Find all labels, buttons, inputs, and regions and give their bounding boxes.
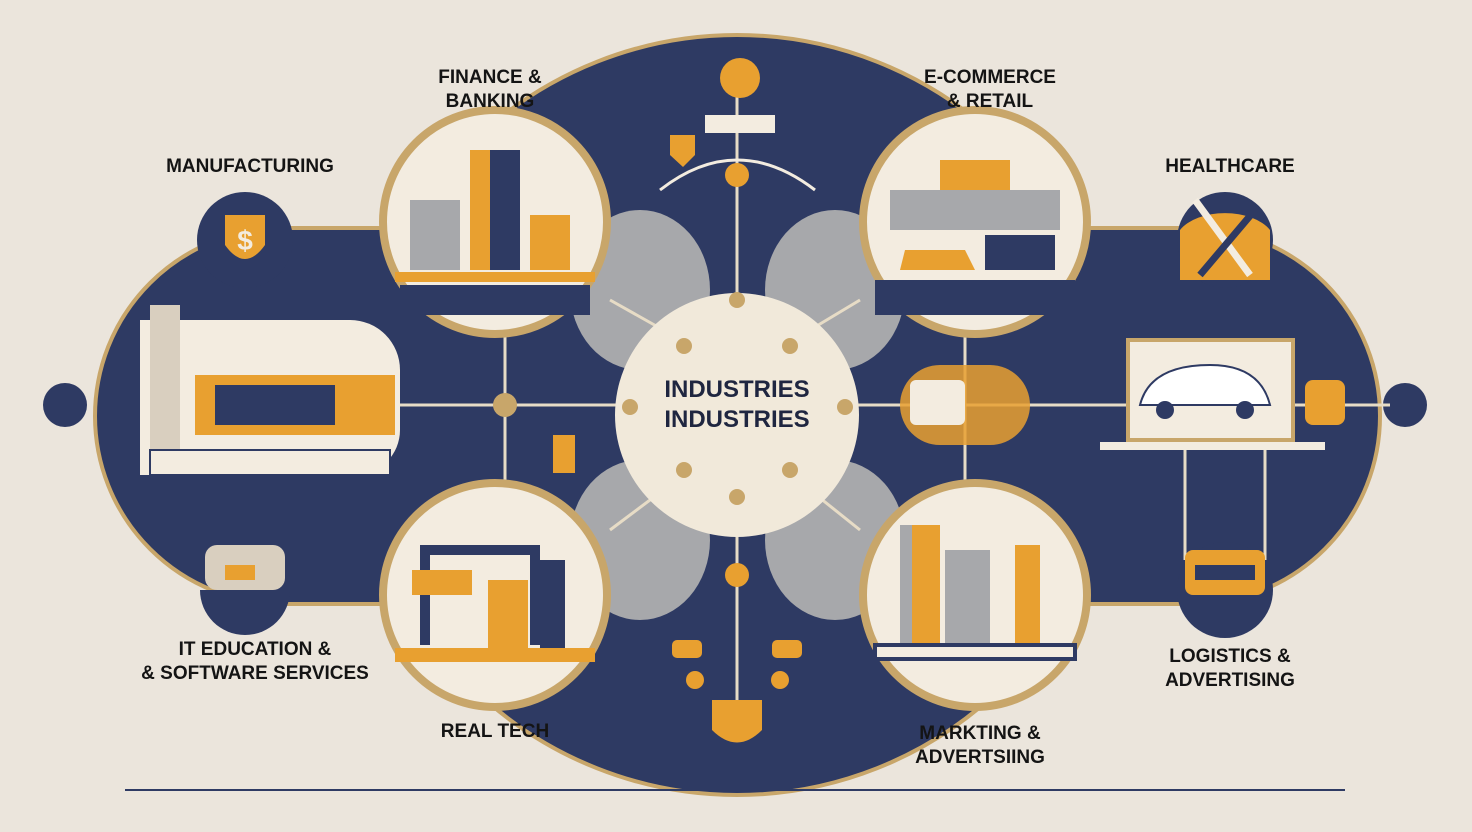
- label-it-education: IT EDUCATION & & SOFTWARE SERVICES: [141, 639, 369, 684]
- marketing-circle: [859, 479, 1091, 711]
- label-marketing: MARKTING & ADVERTSIING: [915, 723, 1045, 768]
- healthcare-tools-icon: [1177, 192, 1273, 288]
- network-nodes-icon: [672, 640, 802, 689]
- shop-pill-icon: [900, 365, 1030, 445]
- label-ecommerce: E-COMMERCE & RETAIL: [924, 67, 1056, 112]
- label-logistics: LOGISTICS & ADVERTISING: [1165, 646, 1295, 691]
- label-real-tech: REAL TECH: [440, 721, 550, 742]
- it-education-icon: [200, 545, 290, 635]
- tag-icon: [553, 435, 575, 473]
- label-finance: FINANCE & BANKING: [438, 67, 542, 112]
- center-title-line2: INDUSTRIES: [664, 406, 810, 433]
- laptop-car-illustration: [1100, 338, 1345, 450]
- center-title: INDUSTRIES INDUSTRIES: [617, 375, 857, 435]
- center-title-line1: INDUSTRIES: [664, 376, 810, 403]
- center-hub: [615, 293, 859, 537]
- manufacturing-shield-icon: $: [197, 192, 293, 288]
- shield-icon: [712, 700, 762, 743]
- svg-text:$: $: [237, 225, 253, 256]
- label-healthcare: HEALTHCARE: [1165, 156, 1295, 177]
- real-tech-circle: [379, 479, 611, 711]
- finance-circle: [379, 106, 611, 338]
- ecommerce-circle: [859, 106, 1091, 338]
- logistics-truck-icon: [1177, 542, 1273, 638]
- label-manufacturing: MANUFACTURING: [166, 156, 334, 177]
- hub-nodes: [493, 163, 853, 587]
- manufacturing-factory-illustration: [140, 305, 400, 476]
- network-tower-icon: [659, 58, 816, 192]
